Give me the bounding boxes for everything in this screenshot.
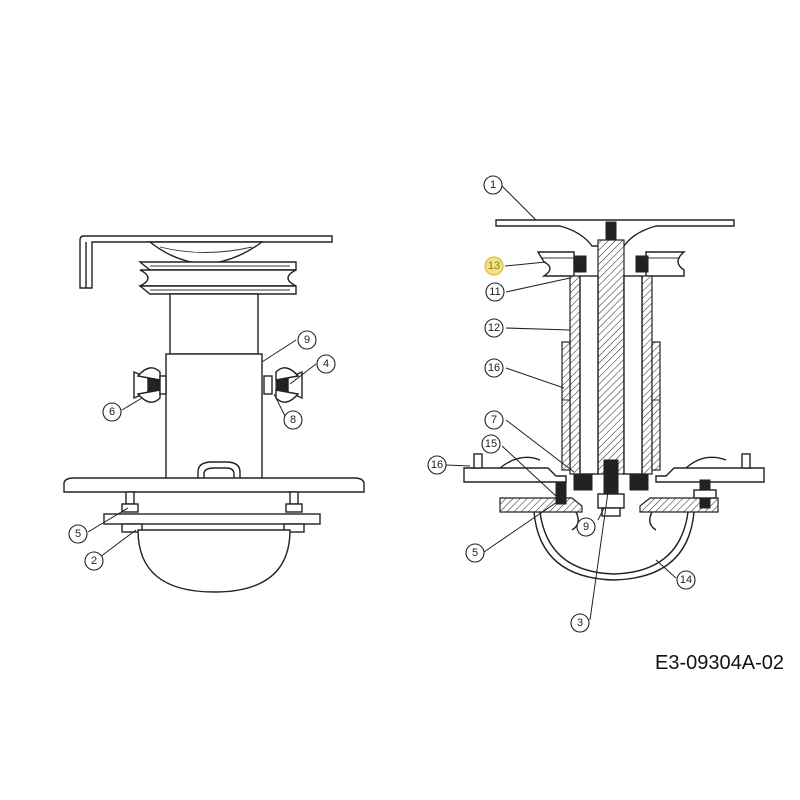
clamp-loop: [197, 461, 241, 480]
svg-text:15: 15: [485, 438, 497, 450]
callout-7: 7: [484, 410, 504, 430]
svg-text:12: 12: [488, 322, 500, 334]
deck-bolts-left: [121, 491, 139, 513]
right-section-view: [463, 219, 765, 581]
callout-9-left: 9: [297, 330, 317, 350]
upper-housing: [169, 293, 259, 355]
callout-13-highlighted: 13: [484, 256, 504, 276]
callout-1: 1: [483, 175, 503, 195]
deck-bolts-right: [285, 491, 303, 513]
wing-nut-left: [133, 367, 167, 403]
svg-text:9: 9: [304, 334, 310, 346]
pulley-section: [536, 251, 686, 277]
tube-wall-right: [641, 275, 653, 475]
svg-text:5: 5: [472, 547, 478, 559]
svg-text:5: 5: [75, 528, 81, 540]
callout-15: 15: [481, 434, 501, 454]
callout-14: 14: [676, 570, 696, 590]
dome-cover: [137, 529, 291, 593]
svg-text:13: 13: [488, 260, 500, 272]
callout-2-left: 2: [84, 551, 104, 571]
drawing-number: E3-09304A-02: [655, 652, 784, 674]
shaft-bolt-bottom: [603, 459, 619, 495]
callout-3: 3: [570, 613, 590, 633]
callout-9-right: 9: [576, 517, 596, 537]
central-shaft: [597, 239, 625, 475]
left-exterior-view: [63, 235, 365, 593]
wing-nut-right: [263, 367, 303, 403]
callout-5-right: 5: [465, 543, 485, 563]
flange-bolt-left: [555, 481, 567, 505]
svg-text:8: 8: [290, 414, 296, 426]
svg-text:9: 9: [583, 521, 589, 533]
svg-text:11: 11: [489, 286, 500, 298]
outer-housing-left: [561, 341, 571, 471]
callout-16-upper: 16: [484, 358, 504, 378]
top-plate-handle: [79, 235, 333, 289]
lower-flange: [499, 497, 583, 513]
callout-8-left: 8: [283, 410, 303, 430]
right-leaders: [445, 185, 677, 621]
callout-16-deck: 16: [427, 455, 447, 475]
tube-wall-left: [569, 275, 581, 475]
outer-housing-right: [651, 341, 661, 471]
bearing-bottom-right: [629, 473, 649, 491]
svg-text:1: 1: [490, 179, 496, 191]
svg-text:14: 14: [680, 574, 692, 586]
pulley: [138, 261, 297, 295]
left-leaders: [87, 339, 317, 561]
lower-tube: [165, 353, 263, 481]
callout-6-left: 6: [102, 402, 122, 422]
deck-plate: [63, 477, 365, 493]
top-dish: [148, 241, 265, 265]
mounting-plate: [103, 513, 321, 525]
bottom-nut: [597, 493, 625, 509]
callout-4-left: 4: [316, 354, 336, 374]
svg-text:16: 16: [488, 362, 500, 374]
callout-5-left: 5: [68, 524, 88, 544]
callout-11: 11: [485, 282, 505, 302]
svg-text:6: 6: [109, 406, 115, 418]
svg-text:2: 2: [91, 555, 97, 567]
svg-text:4: 4: [323, 358, 329, 370]
callout-12: 12: [484, 318, 504, 338]
dome-section: [533, 511, 695, 581]
svg-text:16: 16: [431, 459, 443, 471]
svg-text:3: 3: [577, 617, 583, 629]
deck-section: [463, 467, 567, 483]
svg-text:7: 7: [491, 414, 497, 426]
bearing-bottom-left: [573, 473, 593, 491]
